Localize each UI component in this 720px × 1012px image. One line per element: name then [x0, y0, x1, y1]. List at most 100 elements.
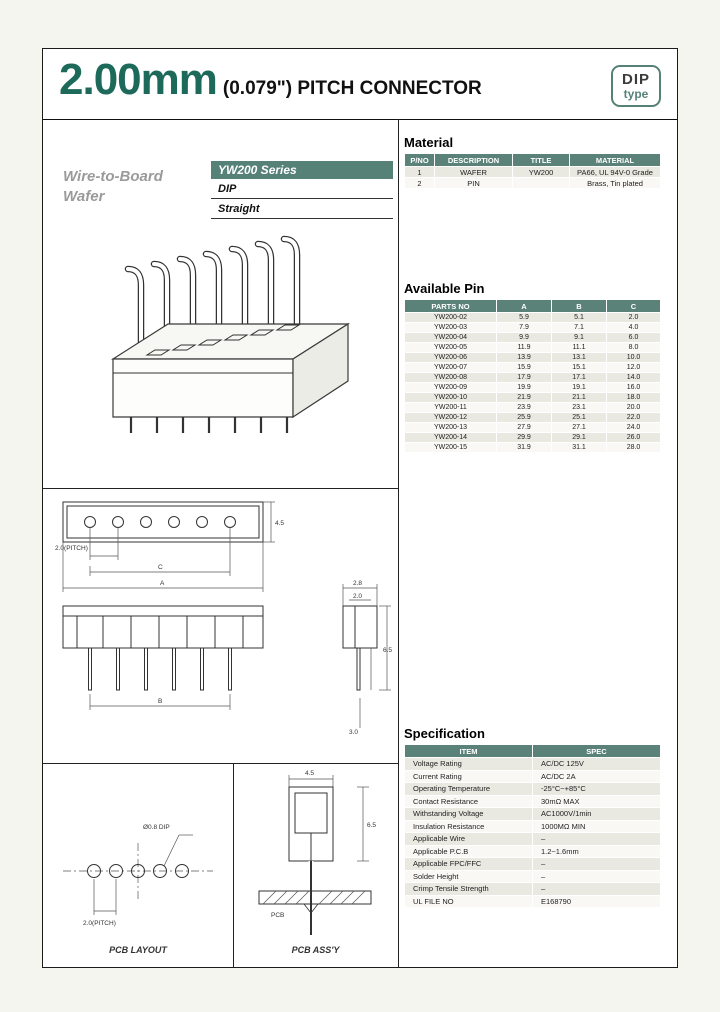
table-cell: YW200-02 [404, 312, 497, 323]
table-cell: YW200-11 [404, 402, 497, 413]
table-cell: – [532, 882, 661, 896]
table-cell: 19.9 [496, 382, 552, 393]
column-header: A [496, 299, 552, 313]
table-cell: AC1000V/1min [532, 807, 661, 821]
hole-diameter-label: Ø0.8 DIP [143, 824, 170, 831]
table-cell: 17.9 [496, 372, 552, 383]
table-cell: 27.1 [551, 422, 607, 433]
drawing-divider-2 [43, 763, 398, 764]
table-cell: -25°C~+85°C [532, 782, 661, 796]
datasheet-page: 2.00mm (0.079") PITCH CONNECTOR DIP type… [42, 48, 678, 968]
table-cell: 7.1 [551, 322, 607, 333]
table-cell: 31.9 [496, 442, 552, 453]
table-cell: YW200-15 [404, 442, 497, 453]
table-cell: Crimp Tensile Strength [404, 882, 533, 896]
dimension-label: A [160, 580, 165, 587]
pcb-layout-drawing: Ø0.8 DIP 2.0(PITCH) [63, 824, 213, 927]
dimension-label: 4.5 [305, 770, 314, 777]
table-cell: 9.1 [551, 332, 607, 343]
table-cell: 28.0 [606, 442, 661, 453]
table-cell: 22.0 [606, 412, 661, 423]
table-cell: YW200 [512, 166, 570, 178]
table-cell: 5.1 [551, 312, 607, 323]
table-cell: WAFER [434, 166, 513, 178]
table-cell: UL FILE NO [404, 894, 533, 908]
table-cell: 20.0 [606, 402, 661, 413]
column-header: DESCRIPTION [434, 153, 513, 167]
table-cell: 21.9 [496, 392, 552, 403]
table-cell [512, 177, 570, 189]
table-cell: 11.9 [496, 342, 552, 353]
table-row: Applicable Wire– [404, 832, 661, 846]
table-cell: E168790 [532, 894, 661, 908]
table-cell: 24.0 [606, 422, 661, 433]
pcb-assembly-view: 4.5 PCB 6.5 [258, 770, 376, 935]
pcb-assembly-drawing: 4.5 PCB 6.5 [258, 770, 376, 935]
table-cell: 1.2~1.6mm [532, 844, 661, 858]
pcb-assy-caption: PCB ASS'Y [291, 945, 340, 955]
table-cell: 25.9 [496, 412, 552, 423]
table-cell: YW200-09 [404, 382, 497, 393]
table-cell: 14.0 [606, 372, 661, 383]
table-cell: YW200-12 [404, 412, 497, 423]
table-cell: Applicable FPC/FFC [404, 857, 533, 871]
column-header: PARTS NO [404, 299, 497, 313]
table-row: Applicable FPC/FFC– [404, 857, 661, 871]
table-cell: 6.0 [606, 332, 661, 343]
table-cell: 17.1 [551, 372, 607, 383]
table-cell: 2 [404, 177, 435, 189]
header-divider [43, 119, 677, 120]
column-header: B [551, 299, 607, 313]
table-cell: Brass, Tin plated [569, 177, 661, 189]
table-cell: 26.0 [606, 432, 661, 443]
pcb-layout-caption: PCB LAYOUT [109, 945, 167, 955]
pitch-label: 2.0(PITCH) [83, 920, 116, 927]
table-cell: AC/DC 125V [532, 757, 661, 771]
connector-body [110, 235, 351, 433]
available-pin-section-title: Available Pin [404, 281, 485, 296]
table-cell: Voltage Rating [404, 757, 533, 771]
product-family-label: Wire-to-Board Wafer [63, 168, 163, 205]
dimension-label: 3.0 [349, 729, 358, 736]
table-cell: Insulation Resistance [404, 819, 533, 833]
drawing-divider-3 [233, 763, 234, 967]
table-cell: 8.0 [606, 342, 661, 353]
table-cell: 19.1 [551, 382, 607, 393]
table-cell: 1 [404, 166, 435, 178]
dimension-label: 6.5 [367, 822, 376, 829]
table-cell: YW200-13 [404, 422, 497, 433]
dimension-drawing: 2.0(PITCH) 4.5 C A [55, 501, 392, 736]
table-cell: 1000MΩ MIN [532, 819, 661, 833]
table-cell: YW200-06 [404, 352, 497, 363]
side-view: 2.8 2.0 6.5 3.0 [342, 580, 392, 736]
table-cell: PA66, UL 94V-0 Grade [569, 166, 661, 178]
table-cell: YW200-10 [404, 392, 497, 403]
table-row: Crimp Tensile Strength– [404, 882, 661, 896]
table-cell: 15.9 [496, 362, 552, 373]
plan-view: 2.0(PITCH) 4.5 C A [55, 501, 284, 592]
table-cell: 29.9 [496, 432, 552, 443]
front-view: B [62, 605, 264, 710]
table-cell: – [532, 857, 661, 871]
table-cell: YW200-03 [404, 322, 497, 333]
series-row-mount: DIP [211, 179, 393, 199]
table-cell: 2.0 [606, 312, 661, 323]
table-cell: YW200-14 [404, 432, 497, 443]
table-cell: 13.1 [551, 352, 607, 363]
table-cell: 23.9 [496, 402, 552, 413]
specification-section-title: Specification [404, 726, 485, 741]
table-cell: 23.1 [551, 402, 607, 413]
dimension-label: 4.5 [275, 520, 284, 527]
table-cell: 30mΩ MAX [532, 794, 661, 808]
